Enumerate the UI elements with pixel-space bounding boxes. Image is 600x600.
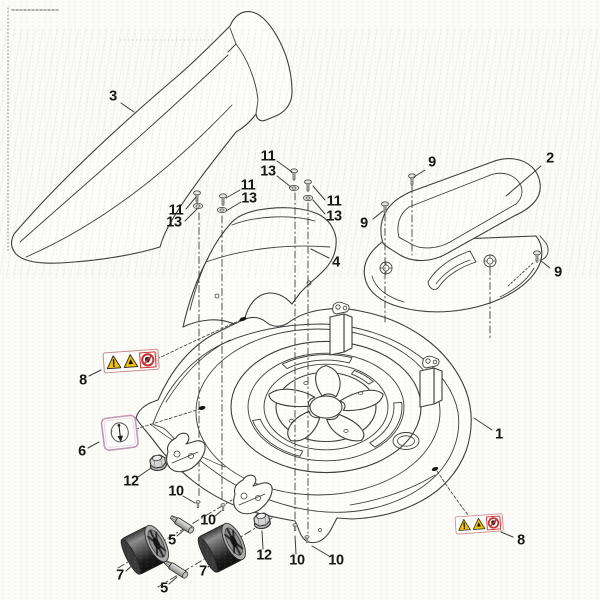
warning-sticker bbox=[454, 512, 505, 536]
washer-13 bbox=[288, 184, 300, 192]
screw-10 bbox=[195, 500, 201, 509]
screw-10 bbox=[292, 523, 298, 532]
screw-11 bbox=[304, 179, 312, 193]
screw-10 bbox=[220, 503, 226, 512]
blade-housing bbox=[231, 341, 421, 472]
washer-13 bbox=[192, 202, 204, 210]
screw-9 bbox=[408, 173, 416, 187]
screw-11 bbox=[193, 190, 201, 204]
belt-cover bbox=[363, 158, 549, 313]
washer-13 bbox=[216, 206, 228, 214]
cover-screw-boss bbox=[483, 254, 497, 268]
roller-bracket bbox=[166, 432, 206, 473]
screw-11 bbox=[219, 193, 227, 207]
roller-7 bbox=[193, 518, 252, 576]
impeller-blades bbox=[265, 366, 388, 447]
cover-screw-boss bbox=[379, 261, 393, 275]
mower-deck bbox=[135, 301, 472, 544]
discharge-chute bbox=[11, 11, 293, 264]
nut-12 bbox=[148, 453, 168, 473]
baffle bbox=[182, 207, 337, 329]
roller-bracket bbox=[233, 474, 273, 515]
warning-sticker bbox=[102, 348, 161, 374]
roller-7 bbox=[116, 520, 175, 578]
deck-post bbox=[419, 355, 443, 408]
screw-11 bbox=[290, 168, 298, 182]
wash-port-sticker bbox=[100, 414, 139, 451]
washer-13 bbox=[302, 194, 314, 202]
leader-lines bbox=[87, 102, 551, 585]
deck-post bbox=[329, 301, 353, 356]
